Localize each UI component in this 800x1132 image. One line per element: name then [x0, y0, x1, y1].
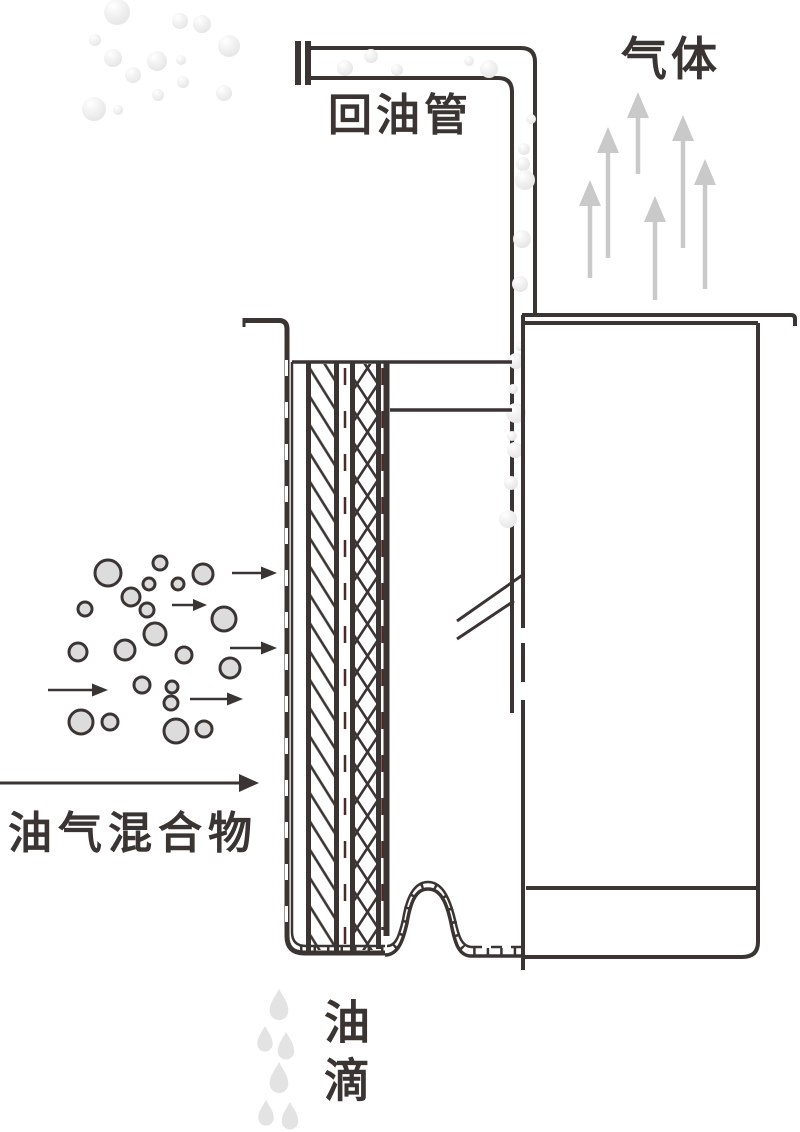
mixture-inlet-arrow: [0, 774, 259, 792]
inner-vessel: [242, 318, 524, 958]
bubble-cluster-mixture: [67, 554, 242, 745]
label-gas: 气体: [621, 33, 721, 85]
label-oil-gas-mixture: 油气混合物: [8, 809, 258, 858]
oil-droplets: [257, 989, 299, 1130]
return-pipe: [295, 41, 537, 713]
label-return-pipe: 回油管: [328, 91, 472, 140]
right-arrow-icon: [172, 599, 207, 611]
up-arrow-icon: [644, 196, 666, 300]
up-arrow-icon: [627, 92, 649, 174]
right-arrow-icon: [48, 683, 108, 697]
right-arrow-icon: [230, 641, 277, 655]
bubble-cluster-top: [82, 0, 240, 121]
right-arrow-icon: [232, 566, 277, 580]
mixture-arrows: [0, 566, 277, 792]
outer-vessel: [521, 313, 797, 970]
up-arrow-icon: [672, 115, 694, 248]
right-arrow-icon: [190, 692, 243, 706]
vessel-bottom-curve: [300, 880, 524, 958]
up-arrow-icon: [579, 180, 601, 278]
gas-arrows: [579, 92, 716, 300]
filter-strip-crosshatch: [350, 362, 381, 951]
up-arrow-icon: [597, 127, 619, 258]
up-arrow-icon: [694, 159, 716, 289]
filter-strip-diagonal: [306, 362, 339, 951]
label-oil-drops: 油滴: [318, 998, 370, 1114]
